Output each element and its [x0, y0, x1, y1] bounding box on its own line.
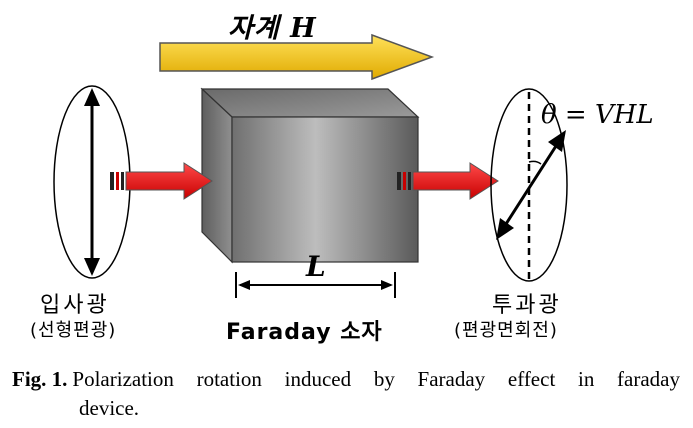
- faraday-device: [200, 87, 420, 264]
- length-bracket: [235, 272, 396, 298]
- device-top-face: [200, 88, 420, 118]
- faraday-device-label: Faraday 소자: [226, 320, 383, 345]
- incident-light-sublabel: (선형편광): [30, 320, 117, 341]
- caption-text-continued: device.: [79, 396, 140, 420]
- faraday-diagram: 자계 H θ = VHL L 입사광 (선형편광) Faraday 소자 투과광…: [30, 13, 654, 345]
- incident-light-arrow: [110, 162, 213, 200]
- device-side-face: [201, 87, 233, 264]
- caption-text: Polarization rotation induced by Faraday…: [72, 367, 680, 391]
- magnetic-field-label: 자계 H: [228, 13, 317, 44]
- transmitted-light-sublabel: (편광면회전): [454, 320, 558, 341]
- figure-caption: Fig. 1. Polarization rotation induced by…: [12, 365, 680, 423]
- caption-label: Fig. 1.: [12, 367, 68, 391]
- transmitted-light-arrow: [397, 162, 499, 200]
- device-front-face: [231, 116, 419, 263]
- transmitted-light-label: 투과광: [492, 293, 562, 318]
- magnetic-field-arrow: [159, 33, 435, 81]
- device-length-label: L: [306, 250, 326, 283]
- diagram-canvas: [53, 33, 568, 298]
- incident-light-label: 입사광: [40, 293, 110, 318]
- transmitted-polarization: [490, 88, 568, 282]
- rotation-angle-formula: θ = VHL: [541, 100, 654, 130]
